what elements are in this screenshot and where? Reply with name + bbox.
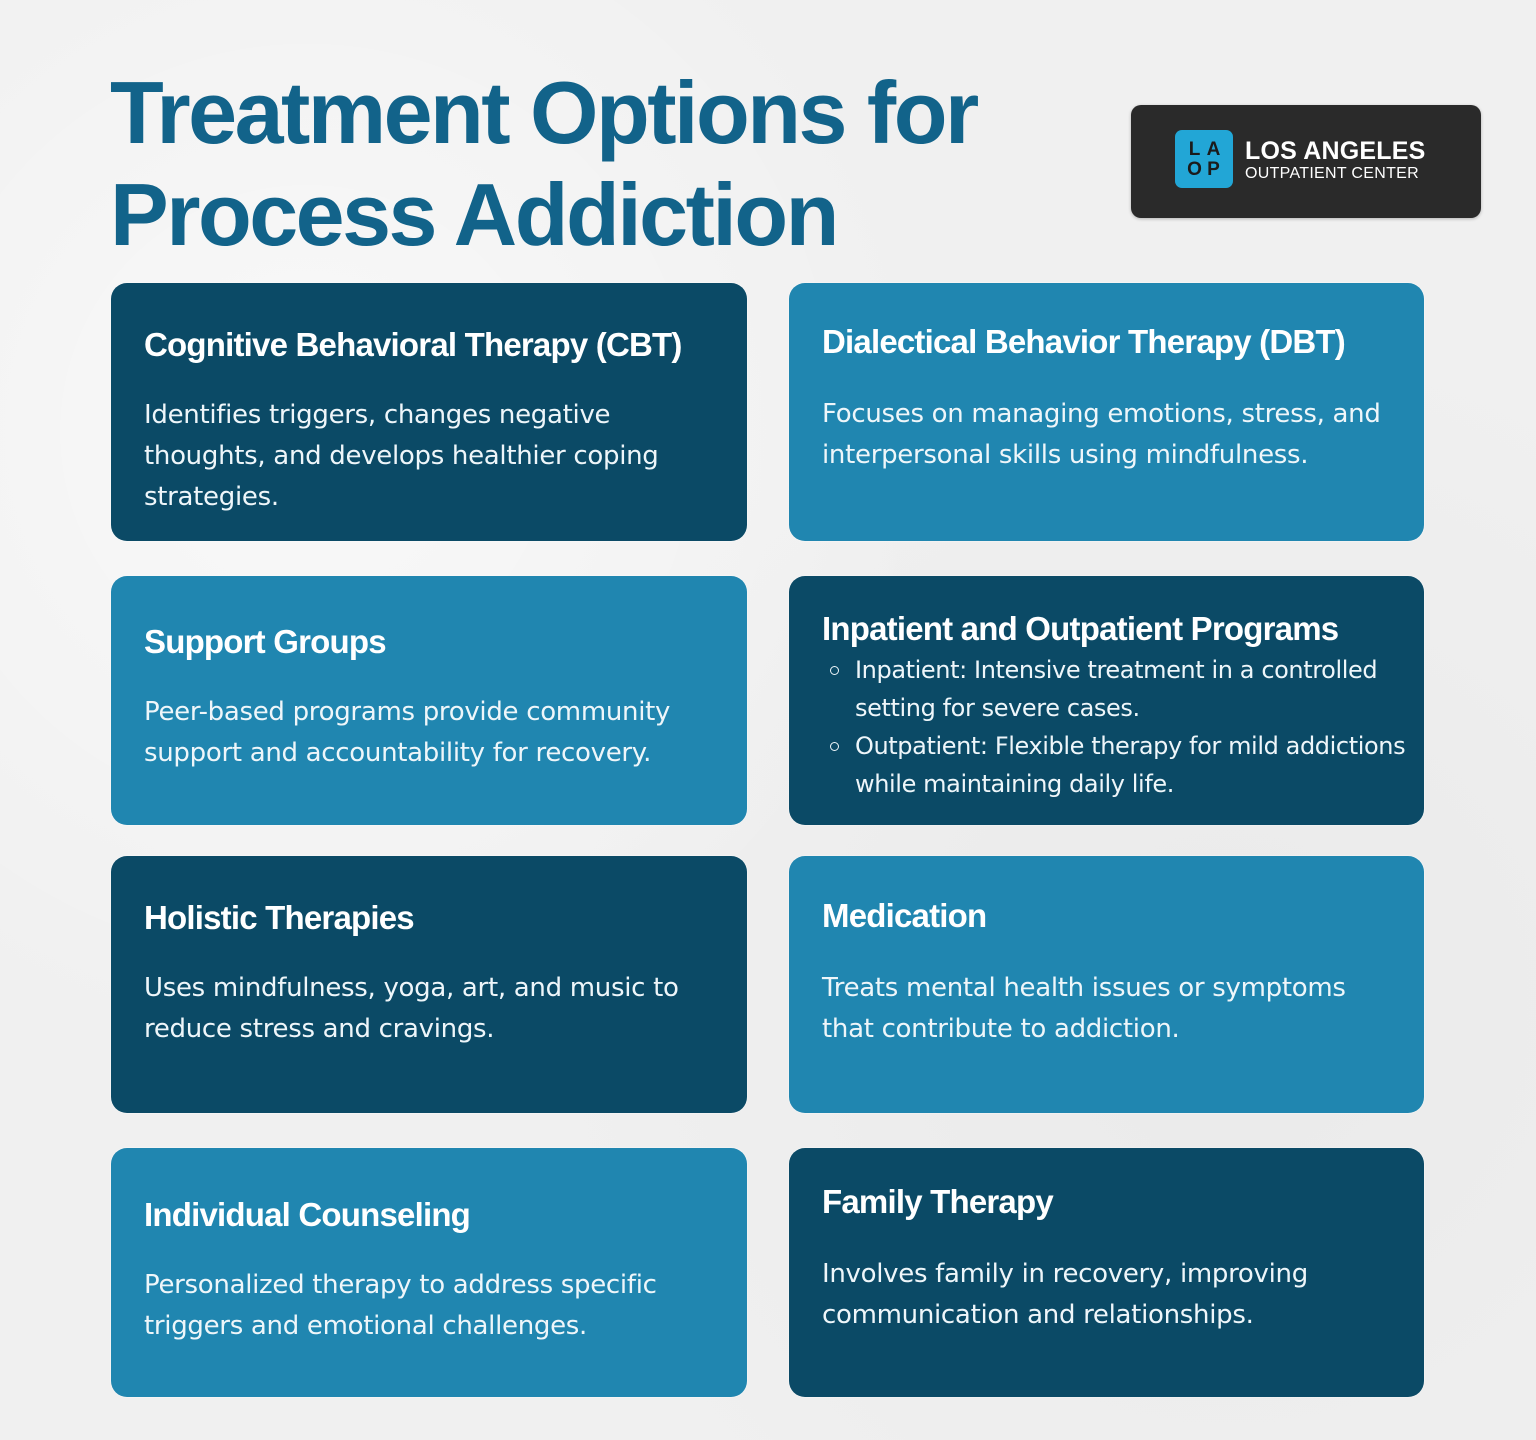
card-title: Dialectical Behavior Therapy (DBT) [822,323,1346,360]
card-title: Inpatient and Outpatient Programs [822,610,1339,647]
page-title: Treatment Options for Process Addiction [110,62,979,266]
laop-logo-icon: L A O P [1175,130,1233,188]
circle-bullet-icon [830,666,839,675]
card-description: Focuses on managing emotions, stress, an… [822,399,1381,470]
card-description: Treats mental health issues or symptoms … [822,973,1346,1044]
card-family-therapy: Family Therapy Involves family in recove… [789,1148,1424,1397]
card-individual-counseling: Individual Counseling Personalized thera… [111,1148,747,1397]
card-description: Identifies triggers, changes negative th… [144,400,659,512]
card-title: Family Therapy [822,1183,1054,1220]
brand-logo: L A O P LOS ANGELES OUTPATIENT CENTER [1131,105,1481,218]
card-description: Uses mindfulness, yoga, art, and music t… [144,973,679,1044]
card-support-groups: Support Groups Peer-based programs provi… [111,576,747,825]
brand-name-primary: LOS ANGELES [1245,137,1426,165]
card-description: Personalized therapy to address specific… [144,1270,657,1341]
card-title: Support Groups [144,623,387,660]
program-list: Inpatient: Intensive treatment in a cont… [822,651,1412,803]
card-description: Peer-based programs provide community su… [144,697,671,768]
title-line-2: Process Addiction [110,165,839,264]
card-dbt: Dialectical Behavior Therapy (DBT) Focus… [789,283,1424,541]
card-title: Medication [822,897,987,934]
card-medication: Medication Treats mental health issues o… [789,856,1424,1113]
card-title: Holistic Therapies [144,899,415,936]
title-line-1: Treatment Options for [110,63,979,162]
card-title: Cognitive Behavioral Therapy (CBT) [144,326,682,363]
circle-bullet-icon [830,742,839,751]
brand-name: LOS ANGELES OUTPATIENT CENTER [1245,137,1425,183]
card-cbt: Cognitive Behavioral Therapy (CBT) Ident… [111,283,747,541]
list-item-inpatient: Inpatient: Intensive treatment in a cont… [822,651,1412,727]
card-inpatient-outpatient: Inpatient and Outpatient Programs Inpati… [789,576,1424,825]
brand-name-secondary: OUTPATIENT CENTER [1245,165,1419,182]
card-title: Individual Counseling [144,1196,471,1233]
list-item-outpatient: Outpatient: Flexible therapy for mild ad… [822,727,1412,803]
card-description: Involves family in recovery, improving c… [822,1259,1308,1330]
card-holistic-therapies: Holistic Therapies Uses mindfulness, yog… [111,856,747,1113]
